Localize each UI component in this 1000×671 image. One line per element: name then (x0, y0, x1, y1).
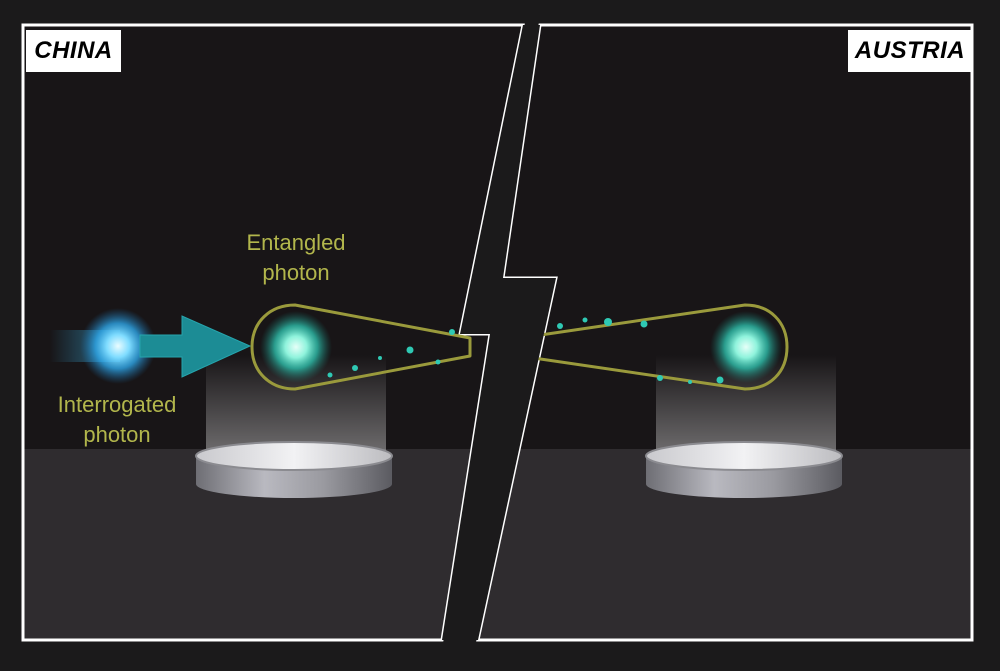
arrow-icon (139, 315, 252, 378)
interrogated-photon-icon (50, 308, 156, 384)
region-label-china: CHINA (26, 30, 121, 72)
entanglement-loop (250, 303, 789, 391)
entangled-photon-caption-line2: photon (262, 260, 330, 285)
interrogated-photon-caption-line1: Interrogated (57, 392, 177, 417)
lightning-bolt-divider-icon (442, 25, 556, 640)
entangled-photon-caption-line1: Entangled (246, 230, 346, 255)
interrogated-photon-caption-line2: photon (83, 422, 151, 447)
entangled-photon-left-icon (260, 311, 332, 383)
pedestal-left (195, 355, 393, 498)
entangled-photon-right-icon (710, 311, 782, 383)
interrogated-photon-caption: Interrogated photon (24, 390, 210, 450)
entangled-photon-caption: Entangled photon (206, 228, 386, 288)
region-label-austria: AUSTRIA (848, 30, 972, 72)
